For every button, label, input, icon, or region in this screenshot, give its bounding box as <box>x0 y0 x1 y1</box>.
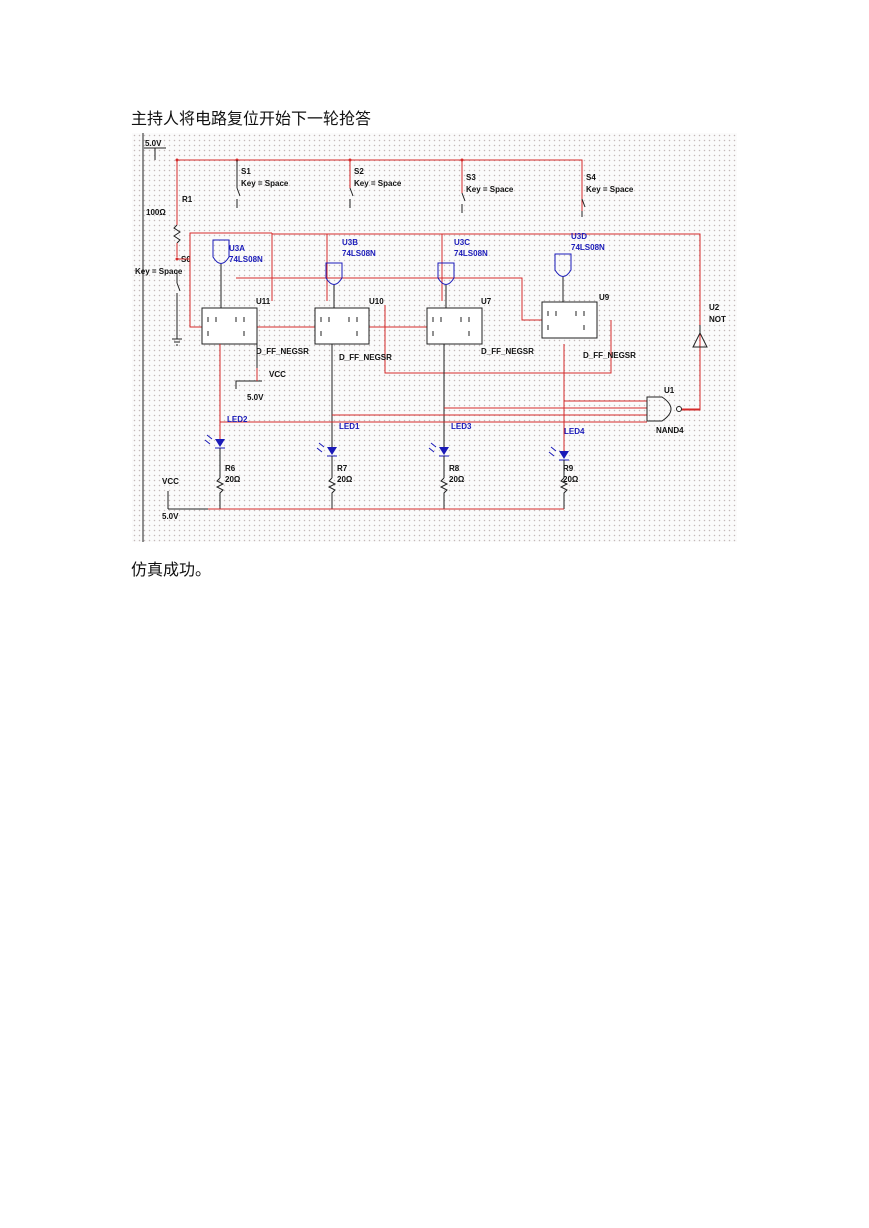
svg-text:74LS08N: 74LS08N <box>571 243 605 252</box>
svg-text:D_FF_NEGSR: D_FF_NEGSR <box>481 347 534 356</box>
svg-text:R8: R8 <box>449 464 460 473</box>
svg-text:U3C: U3C <box>454 238 470 247</box>
svg-text:R7: R7 <box>337 464 348 473</box>
svg-text:Key = Space: Key = Space <box>241 179 289 188</box>
resistor-r6: R6 20Ω <box>215 448 241 509</box>
svg-text:S2: S2 <box>354 167 364 176</box>
resistor-r8: R8 20Ω <box>439 456 465 509</box>
svg-text:U9: U9 <box>599 293 610 302</box>
svg-text:VCC: VCC <box>162 477 179 486</box>
and-gate-u3d: U3D 74LS08N <box>554 232 605 303</box>
svg-text:R1: R1 <box>182 195 193 204</box>
svg-text:Key = Space: Key = Space <box>466 185 514 194</box>
flip-flop-u11: U11 D_FF_NEGSR <box>201 297 309 356</box>
paragraph-before: 主持人将电路复位开始下一轮抢答 <box>131 109 372 128</box>
clock-bus <box>236 277 542 321</box>
reset-resistor: R1 100Ω <box>146 160 193 257</box>
nand4-gate-u1: U1 NAND4 <box>646 386 700 435</box>
svg-text:U11: U11 <box>256 297 271 306</box>
supply-5v-top: 5.0V <box>144 139 166 160</box>
svg-text:R6: R6 <box>225 464 236 473</box>
svg-text:S4: S4 <box>586 173 596 182</box>
svg-text:Key = Space: Key = Space <box>354 179 402 188</box>
and-gate-u3b: U3B 74LS08N <box>325 238 376 308</box>
svg-text:U1: U1 <box>664 386 675 395</box>
and-gate-u3a: U3A 74LS08N <box>212 239 263 308</box>
svg-text:D_FF_NEGSR: D_FF_NEGSR <box>339 353 392 362</box>
svg-text:20Ω: 20Ω <box>225 475 241 484</box>
led-led1: LED1 <box>316 422 360 457</box>
switch-s4[interactable]: S4 Key = Space <box>581 160 634 217</box>
svg-text:U10: U10 <box>369 297 384 306</box>
svg-text:74LS08N: 74LS08N <box>342 249 376 258</box>
svg-text:LED4: LED4 <box>564 427 585 436</box>
svg-text:5.0V: 5.0V <box>162 512 179 521</box>
gate-feed-4 <box>442 233 701 411</box>
flip-flop-u7: U7 D_FF_NEGSR <box>426 297 534 356</box>
clear-wire-1 <box>189 233 202 328</box>
vcc-mid: VCC 5.0V <box>235 344 286 402</box>
svg-text:74LS08N: 74LS08N <box>454 249 488 258</box>
not-gate-u2: U2 NOT <box>692 303 726 348</box>
svg-text:5.0V: 5.0V <box>247 393 264 402</box>
switch-s1[interactable]: S1 Key = Space <box>236 160 289 208</box>
svg-text:Key = Space: Key = Space <box>135 267 183 276</box>
lower-loop <box>384 305 612 374</box>
svg-text:Key = Space: Key = Space <box>586 185 634 194</box>
svg-text:20Ω: 20Ω <box>449 475 465 484</box>
resistor-r9: R9 20Ω <box>559 460 579 509</box>
led-led4: LED4 <box>548 427 585 461</box>
switch-s2[interactable]: S2 Key = Space <box>349 160 402 208</box>
and-gate-u3c: U3C 74LS08N <box>437 238 488 308</box>
svg-text:20Ω: 20Ω <box>563 475 579 484</box>
svg-text:5.0V: 5.0V <box>145 139 162 148</box>
svg-text:S1: S1 <box>241 167 251 176</box>
svg-text:LED3: LED3 <box>451 422 472 431</box>
flip-flop-u10: U10 D_FF_NEGSR <box>314 297 392 362</box>
svg-text:U3D: U3D <box>571 232 587 241</box>
vcc-bottom: VCC 5.0V <box>162 477 208 521</box>
svg-text:U3B: U3B <box>342 238 358 247</box>
switch-s3[interactable]: S3 Key = Space <box>461 160 514 213</box>
svg-text:S3: S3 <box>466 173 476 182</box>
svg-text:LED2: LED2 <box>227 415 248 424</box>
paragraph-after: 仿真成功。 <box>131 560 212 579</box>
svg-text:U2: U2 <box>709 303 720 312</box>
svg-text:U3A: U3A <box>229 244 245 253</box>
svg-text:LED1: LED1 <box>339 422 360 431</box>
svg-text:NAND4: NAND4 <box>656 426 684 435</box>
led-led2: LED2 <box>204 415 248 449</box>
svg-text:20Ω: 20Ω <box>337 475 353 484</box>
svg-text:74LS08N: 74LS08N <box>229 255 263 264</box>
svg-text:NOT: NOT <box>709 315 726 324</box>
flip-flop-u9: U9 D_FF_NEGSR <box>541 293 636 360</box>
svg-text:D_FF_NEGSR: D_FF_NEGSR <box>256 347 309 356</box>
svg-text:R9: R9 <box>563 464 574 473</box>
svg-text:U7: U7 <box>481 297 492 306</box>
svg-text:100Ω: 100Ω <box>146 208 166 217</box>
svg-text:D_FF_NEGSR: D_FF_NEGSR <box>583 351 636 360</box>
svg-text:VCC: VCC <box>269 370 286 379</box>
schematic-drawing: 5.0V R1 100Ω S0 Key = Space S1 Key = Spa… <box>135 133 726 542</box>
resistor-r7: R7 20Ω <box>327 456 353 509</box>
led-led3: LED3 <box>428 422 472 457</box>
gate-feed-2 <box>272 233 328 301</box>
circuit-schematic: 5.0V R1 100Ω S0 Key = Space S1 Key = Spa… <box>132 133 737 542</box>
